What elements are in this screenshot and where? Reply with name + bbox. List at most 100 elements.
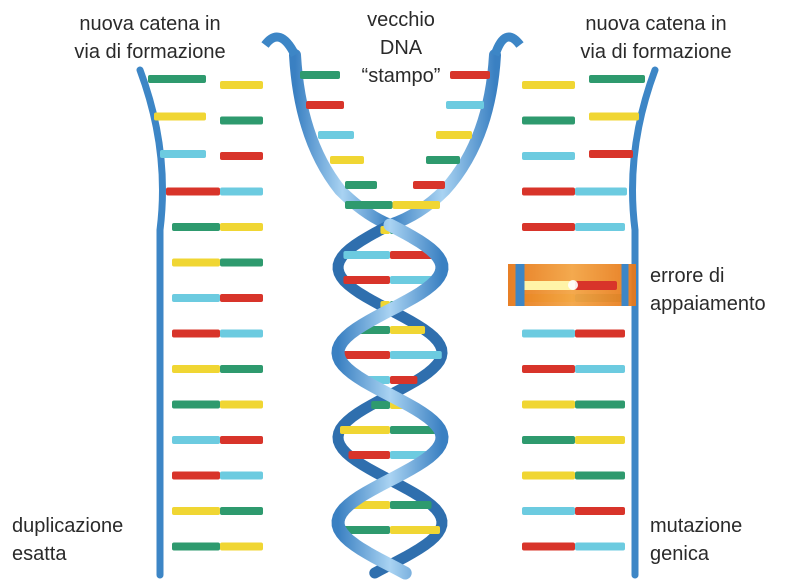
label-new-chain-right: nuova catena in via di formazione [556, 10, 756, 66]
label-line: vecchio [346, 6, 456, 34]
base-segment [220, 294, 263, 302]
base-segment [575, 188, 627, 196]
base-segment [172, 543, 220, 551]
label-line: “stampo” [346, 62, 456, 90]
base-segment [220, 152, 263, 160]
label-line: mutazione [650, 512, 742, 540]
base-segment [220, 507, 263, 515]
base-segment [172, 330, 220, 338]
base-segment [589, 113, 639, 121]
base-segment [330, 156, 364, 164]
base-segment [575, 472, 625, 480]
base-segment [345, 181, 377, 189]
base-segment [520, 281, 575, 290]
label-line: appaiamento [650, 290, 766, 318]
backbone-new-left [140, 70, 163, 575]
base-segment [172, 472, 220, 480]
base-segment [345, 201, 393, 209]
base-segment [349, 451, 390, 459]
base-segment [450, 71, 490, 79]
base-segment [575, 507, 625, 515]
base-segment [522, 330, 575, 338]
base-segment [220, 259, 263, 267]
base-segment [160, 150, 206, 158]
label-line: nuova catena in [556, 10, 756, 38]
label-line: via di formazione [556, 38, 756, 66]
base-segment [172, 436, 220, 444]
base-segment [154, 113, 206, 121]
base-segment [172, 401, 220, 409]
base-segment [522, 401, 575, 409]
base-segment [343, 276, 390, 284]
base-segment [575, 223, 625, 231]
base-segment [522, 507, 575, 515]
base-segment [413, 181, 445, 189]
base-segment [390, 326, 425, 334]
base-segment [220, 330, 263, 338]
base-segment [522, 188, 575, 196]
label-line: genica [650, 540, 742, 568]
right-duplicated-dna [520, 45, 655, 575]
base-segment [589, 75, 645, 83]
label-line: via di formazione [50, 38, 250, 66]
base-segment [166, 188, 220, 196]
base-segment [436, 131, 472, 139]
label-old-dna-template: vecchio DNA “stampo” [346, 6, 456, 90]
mismatch-highlight [508, 264, 636, 306]
base-segment [340, 426, 390, 434]
base-segment [522, 365, 575, 373]
base-segment [522, 436, 575, 444]
base-segment [220, 223, 263, 231]
base-segment [220, 436, 263, 444]
label-gene-mutation: mutazione genica [650, 512, 742, 568]
label-new-chain-left: nuova catena in via di formazione [50, 10, 250, 66]
base-segment [575, 330, 625, 338]
base-segment [371, 401, 390, 409]
label-mismatch-error: errore di appaiamento [650, 262, 766, 318]
base-segment [306, 101, 344, 109]
base-segment [220, 543, 263, 551]
label-line: errore di [650, 262, 766, 290]
base-segment [220, 472, 263, 480]
base-segment [522, 152, 575, 160]
base-segment [220, 81, 263, 89]
base-segment [300, 71, 340, 79]
base-segment [575, 365, 625, 373]
base-segment [220, 117, 263, 125]
label-line: nuova catena in [50, 10, 250, 38]
base-segment [148, 75, 206, 83]
mismatch-spark [568, 280, 578, 290]
base-segment [522, 223, 575, 231]
base-segment [390, 351, 442, 359]
base-segment [172, 259, 220, 267]
base-segment [172, 365, 220, 373]
base-segment [446, 101, 484, 109]
label-line: esatta [12, 540, 123, 568]
base-segment [575, 281, 617, 290]
base-segment [220, 365, 263, 373]
base-segment [522, 543, 575, 551]
base-segment [220, 188, 263, 196]
label-line: duplicazione [12, 512, 123, 540]
base-segment [343, 251, 390, 259]
base-segment [522, 117, 575, 125]
base-segment [390, 526, 440, 534]
base-segment [522, 472, 575, 480]
base-segment [575, 543, 625, 551]
base-segment [220, 401, 263, 409]
left-duplicated-dna [140, 45, 265, 575]
base-segment [318, 131, 354, 139]
base-segment [522, 81, 575, 89]
base-segment [172, 294, 220, 302]
base-segment [589, 150, 633, 158]
base-segment [390, 376, 417, 384]
base-segment [575, 436, 625, 444]
label-exact-duplication: duplicazione esatta [12, 512, 123, 568]
label-line: DNA [346, 34, 456, 62]
base-segment [426, 156, 460, 164]
base-segment [393, 201, 441, 209]
base-segment [390, 501, 431, 509]
base-segment [575, 401, 625, 409]
backbone-new-right [633, 70, 656, 575]
base-segment [172, 223, 220, 231]
